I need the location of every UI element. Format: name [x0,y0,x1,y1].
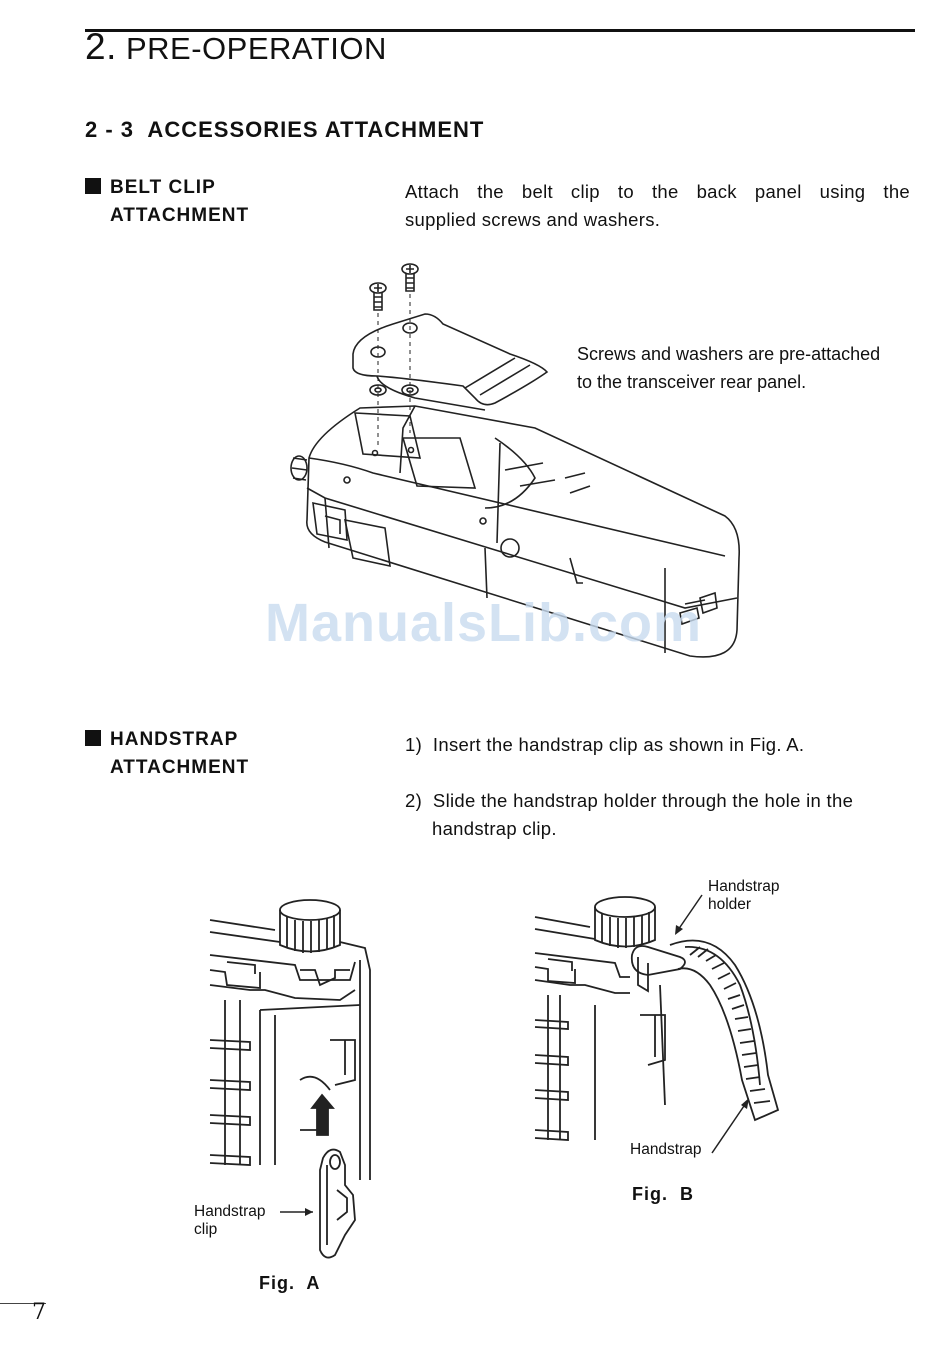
belt-clip-note: Screws and washers are pre-attached to t… [577,340,917,396]
figure-a-caption: Fig. A [259,1273,321,1293]
handstrap-holder-label-line2: holder [708,896,752,913]
belt-clip-heading-line2: ATTACHMENT [110,205,250,226]
transceiver-body [307,406,739,657]
screw-icon [370,283,386,310]
handstrap-heading-line2: ATTACHMENT [110,757,250,778]
handstrap-holder-label-line1: Handstrap [708,878,780,895]
washer-icon [370,385,386,395]
belt-clip-illustration [285,258,745,668]
belt-clip-instruction-line2: supplied screws and washers. [405,209,661,230]
watermark: ManualsLib.com [265,593,703,653]
handstrap-label: Handstrap [630,1141,702,1158]
figure-a-illustration [205,890,385,1270]
figure-b-caption: Fig. B [632,1184,694,1204]
knob-icon [291,456,307,480]
belt-clip-shape [353,314,547,405]
page-number-rule [0,1303,46,1304]
bullet-square-icon [85,178,101,194]
belt-clip-note-line2: to the transceiver rear panel. [577,372,807,392]
chapter-title: PRE-OPERATION [125,31,387,66]
knob-icon [595,897,655,948]
bullet-square-icon [85,730,101,746]
handstrap-heading: HANDSTRAP ATTACHMENT [85,726,249,782]
section-title: 2 - 3 ACCESSORIES ATTACHMENT [85,117,485,142]
handstrap-step-2-line1: 2) Slide the handstrap holder through th… [405,790,854,811]
knob-icon [280,900,340,953]
handstrap-clip-label: Handstrap clip [194,1203,266,1239]
handstrap-clip-label-line2: clip [194,1221,218,1238]
belt-clip-instruction-line1: Attach the belt clip to the back panel u… [405,181,910,202]
handstrap-clip-shape [320,1150,355,1258]
handstrap-clip-label-line1: Handstrap [194,1203,266,1220]
page-number: 7 [32,1300,46,1325]
chapter-number: 2. [85,26,117,67]
figure-b-illustration [530,885,790,1155]
handstrap-holder-shape [632,946,685,975]
handstrap-holder-label: Handstrap holder [708,878,780,914]
handstrap-heading-line1: HANDSTRAP [110,729,239,750]
handstrap-step-2-line2: handstrap clip. [432,818,557,839]
handstrap-step-1: 1) Insert the handstrap clip as shown in… [405,734,805,755]
header-rule [85,29,915,32]
chapter-heading: 2. PRE-OPERATION [85,26,387,68]
belt-clip-heading: BELT CLIP ATTACHMENT [85,174,249,230]
belt-clip-note-line1: Screws and washers are pre-attached [577,344,881,364]
screw-icon [402,264,418,291]
handstrap-step-2: 2) Slide the handstrap holder through th… [405,787,910,843]
washer-icon [402,385,418,395]
belt-clip-heading-line1: BELT CLIP [110,177,216,198]
belt-clip-instruction: Attach the belt clip to the back panel u… [405,178,910,234]
handstrap-shape [670,941,778,1121]
arrow-up-icon [312,1095,333,1135]
